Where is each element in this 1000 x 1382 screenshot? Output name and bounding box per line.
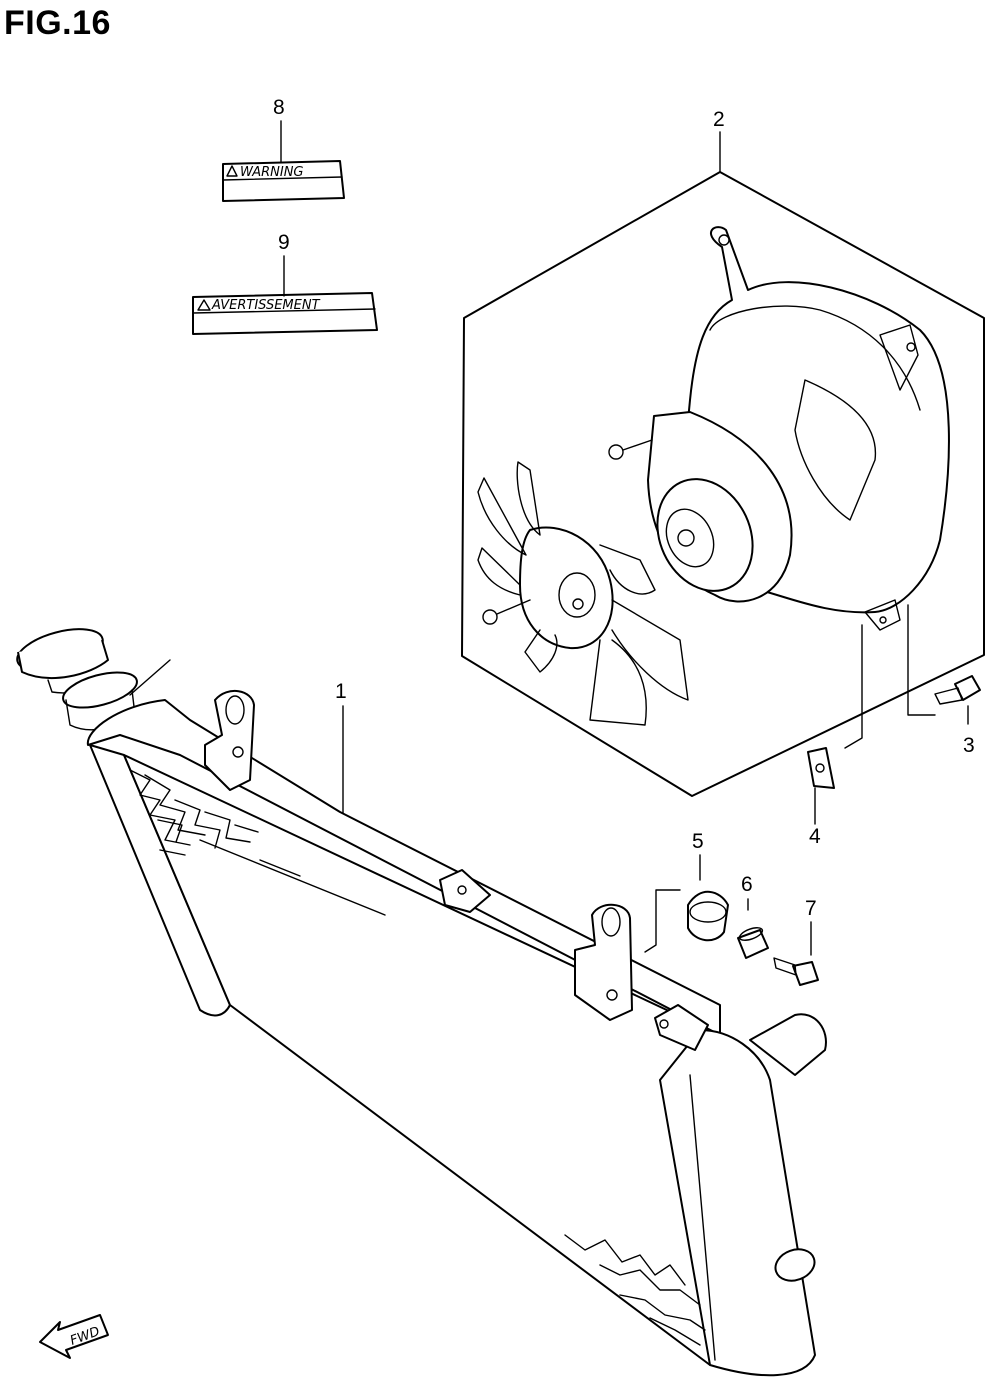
grommet-guide: [644, 889, 681, 953]
clip-nut-part-4[interactable]: [807, 747, 835, 789]
advertencia-label-text: AVERTISSEMENT: [211, 298, 321, 313]
callout-3[interactable]: 3: [963, 734, 975, 757]
radiator-side-bracket-left[interactable]: [439, 869, 491, 913]
bolt-part-3[interactable]: [934, 675, 981, 705]
radiator-side-bracket-right[interactable]: [654, 1004, 709, 1051]
fan-assembly-frame: [461, 171, 985, 797]
callout-8[interactable]: 8: [273, 96, 285, 119]
collar-part-6[interactable]: [737, 925, 769, 959]
fan-motor[interactable]: [640, 411, 793, 607]
radiator-fins: [129, 769, 706, 1346]
callout-9[interactable]: 9: [278, 231, 290, 254]
callout-1[interactable]: 1: [335, 680, 347, 703]
radiator-part-1[interactable]: [86, 699, 827, 1377]
callout-6[interactable]: 6: [741, 873, 753, 896]
bolt-part-7[interactable]: [773, 957, 819, 986]
warning-label-text: WARNING: [240, 165, 304, 180]
grommet-part-5[interactable]: [687, 890, 729, 942]
leader-lines: [280, 120, 969, 956]
callout-2[interactable]: 2: [713, 108, 725, 131]
fan-blade[interactable]: [477, 461, 689, 726]
forward-direction-arrow: FWD: [39, 1314, 109, 1359]
radiator-cap[interactable]: [13, 621, 109, 694]
callout-7[interactable]: 7: [805, 897, 817, 920]
warning-label-part-8[interactable]: WARNING: [222, 160, 345, 202]
callout-4[interactable]: 4: [809, 825, 821, 848]
motor-screw[interactable]: [608, 439, 653, 460]
figure-title: FIG.16: [4, 4, 111, 42]
blade-screw[interactable]: [482, 599, 531, 625]
advertencia-label-part-9[interactable]: AVERTISSEMENT: [192, 292, 378, 335]
callout-5[interactable]: 5: [692, 830, 704, 853]
radiator-filler-neck[interactable]: [59, 659, 171, 731]
assembly-guides: [844, 604, 936, 749]
radiator-lower-bracket[interactable]: [574, 903, 633, 1021]
radiator-upper-bracket[interactable]: [204, 690, 255, 791]
